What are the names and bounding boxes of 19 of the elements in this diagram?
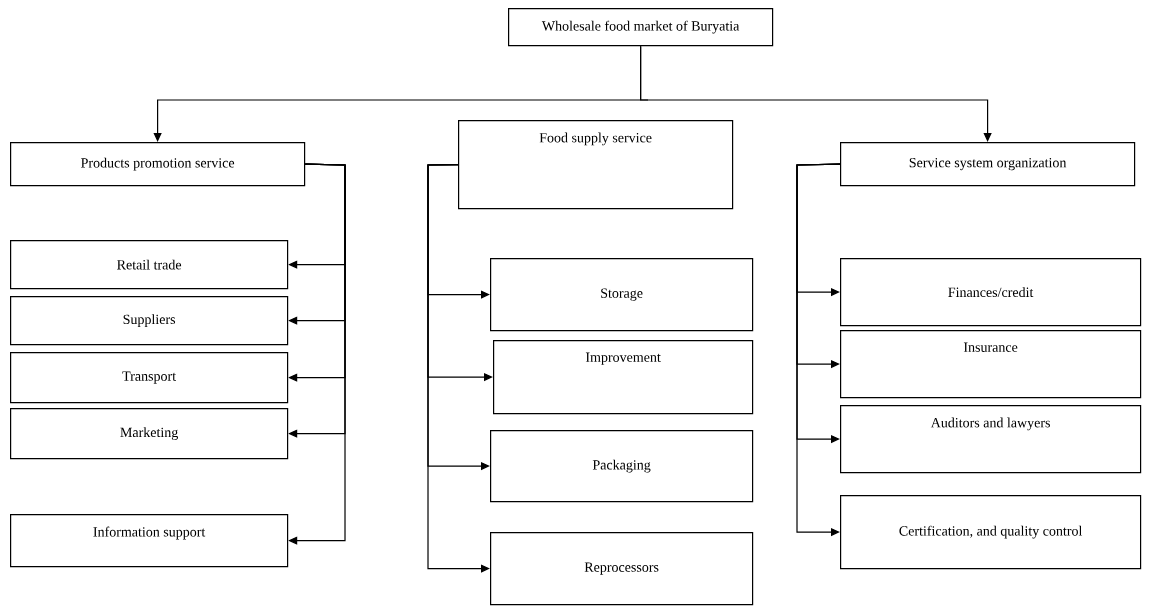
item-box: Transport [10,352,289,404]
arrow [427,164,490,573]
item-box: Storage [490,258,754,332]
item-box: Finances/credit [840,258,1142,327]
item-box: Information support [10,514,289,568]
item-box: Reprocessors [490,532,754,606]
title-box: Wholesale food market of Buryatia [508,8,774,47]
item-box: Improvement [493,340,754,415]
service-box: Products promotion service [10,142,306,187]
service-box: Service system organization [840,142,1136,187]
item-box: Packaging [490,430,754,503]
item-box: Insurance [840,330,1142,399]
arrow [640,45,992,142]
item-box: Retail trade [10,240,289,290]
item-box: Marketing [10,408,289,460]
item-box: Auditors and lawyers [840,405,1142,474]
item-box: Suppliers [10,296,289,346]
service-box: Food supply service [458,120,734,210]
item-box: Certification, and quality control [840,495,1142,570]
